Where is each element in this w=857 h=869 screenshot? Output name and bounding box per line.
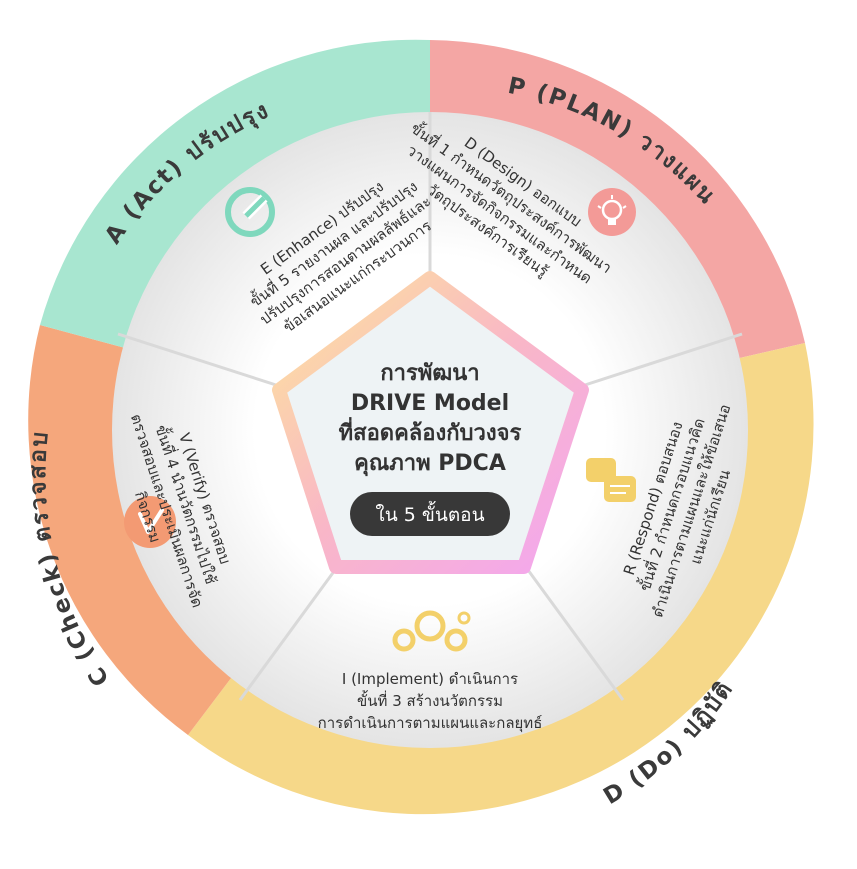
edit-icon xyxy=(225,187,275,237)
steps-button-bg[interactable] xyxy=(350,492,510,536)
divider-line xyxy=(584,332,743,387)
checkmark-icon xyxy=(124,496,176,548)
step-implement-title: I (Implement) ดำเนินการ xyxy=(342,670,518,688)
center-title: การพัฒนา DRIVE Model ที่สอดคล้องกับวงจร … xyxy=(339,361,522,477)
steps-button-label[interactable]: ใน 5 ขั้นตอน xyxy=(375,501,484,526)
step-implement-line: ขั้นที่ 3 สร้างนวัตกรรม xyxy=(357,690,503,710)
lightbulb-icon xyxy=(588,188,636,236)
center-title-line-4: คุณภาพ PDCA xyxy=(354,451,506,477)
center-pentagon xyxy=(272,271,589,574)
gears-icon xyxy=(392,610,471,652)
divider-line xyxy=(117,332,277,387)
divider-line xyxy=(526,569,625,701)
segment-dividers xyxy=(117,112,743,701)
step-implement-line: การดำเนินการตามแผนและกลยุทธ์ xyxy=(318,714,543,733)
speech-bubbles-icon xyxy=(586,458,636,502)
center-title-line-2: DRIVE Model xyxy=(351,391,509,416)
step-implement: I (Implement) ดำเนินการ ขั้นที่ 3 สร้างน… xyxy=(318,670,543,733)
center-title-line-1: การพัฒนา xyxy=(380,361,479,386)
center-title-line-3: ที่สอดคล้องกับวงจร xyxy=(339,416,522,446)
steps-button[interactable]: ใน 5 ขั้นตอน xyxy=(350,492,510,536)
divider-line xyxy=(238,569,337,701)
